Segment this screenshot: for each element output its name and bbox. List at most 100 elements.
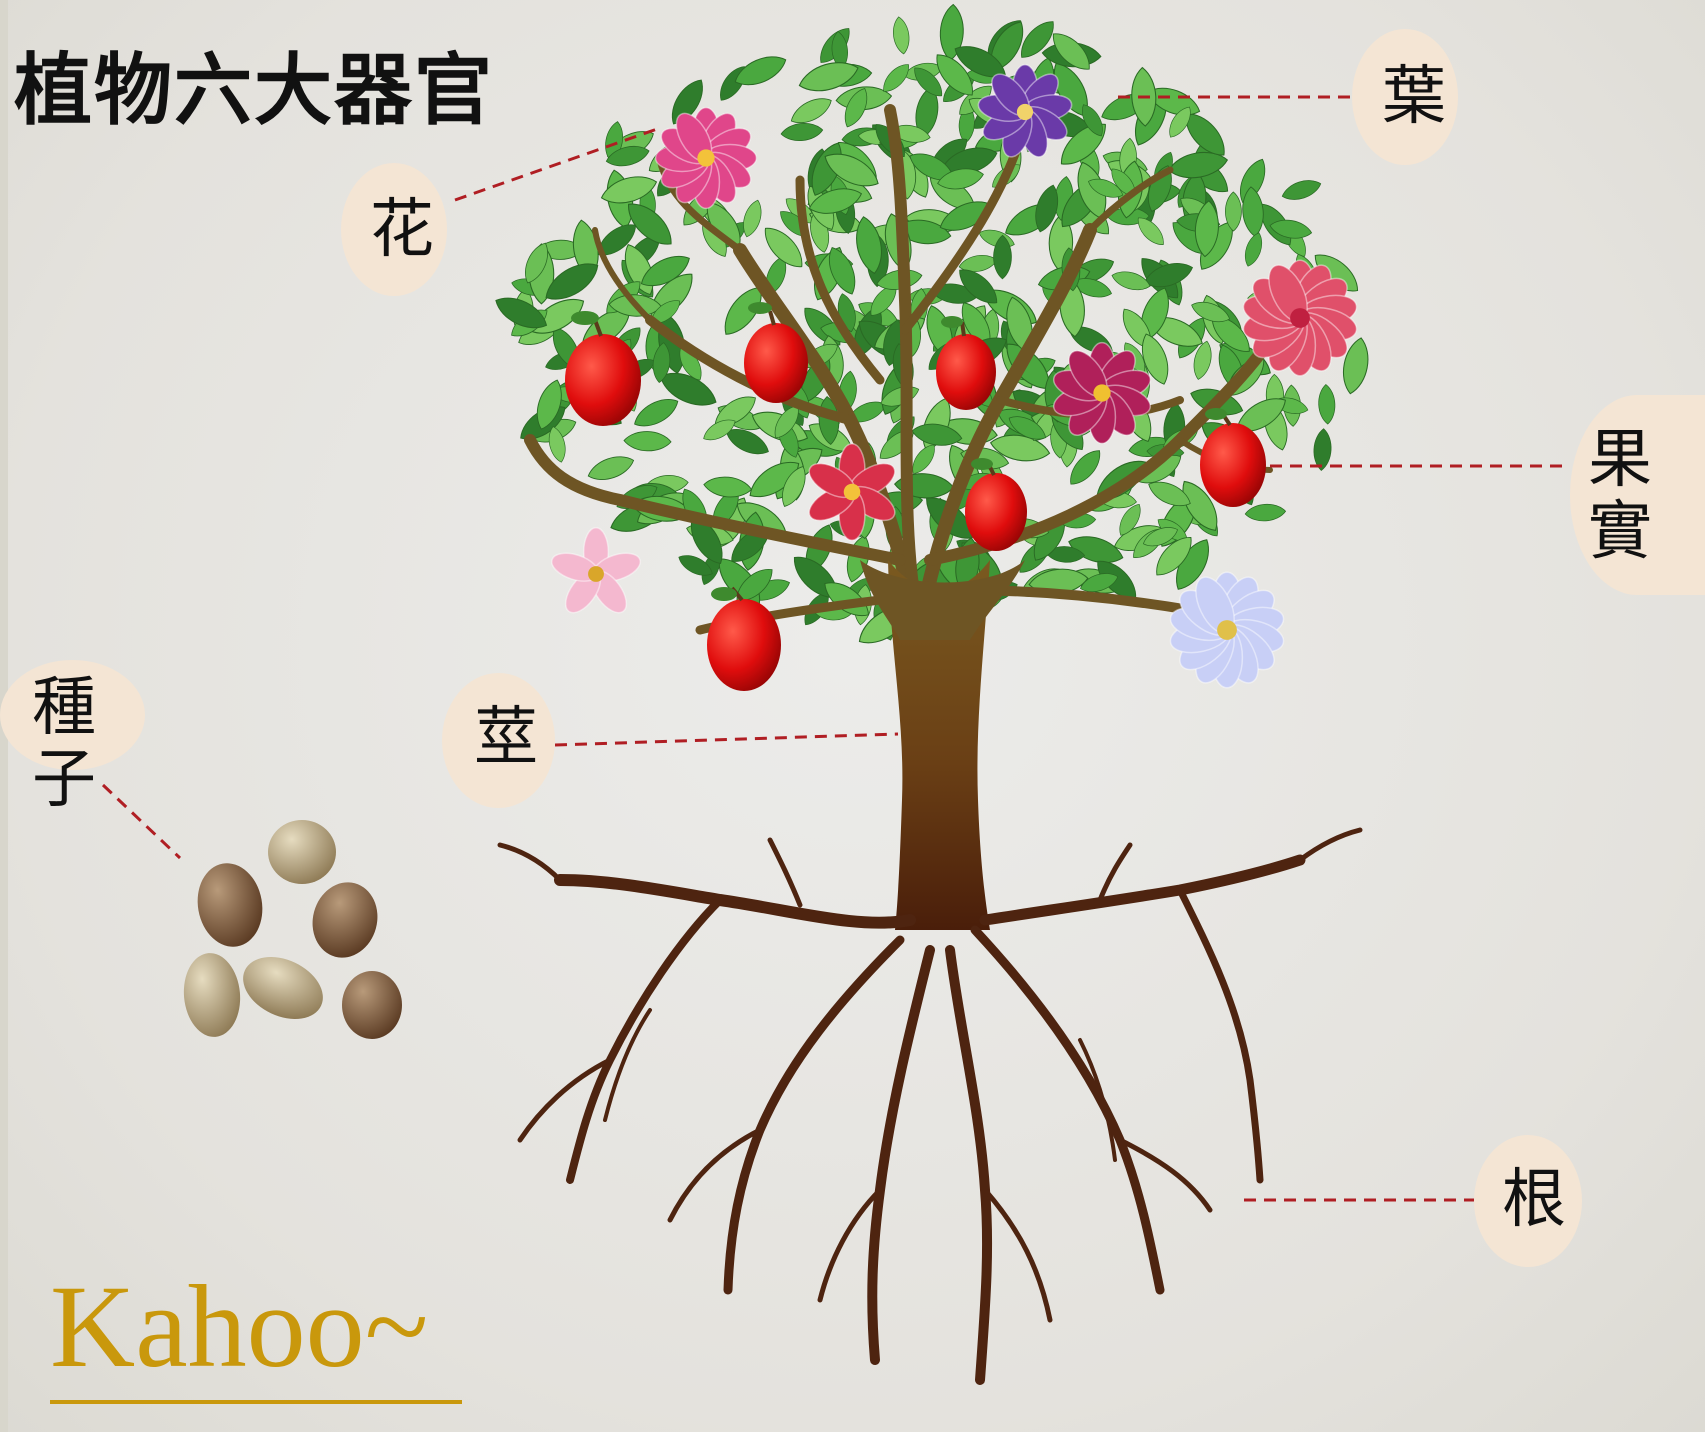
leaf-shape bbox=[1269, 219, 1313, 239]
leaf-shape bbox=[634, 399, 679, 427]
leaf-shape bbox=[856, 216, 882, 275]
leaf-shape bbox=[790, 98, 832, 123]
leaf-shape bbox=[1137, 217, 1164, 245]
tree-branches bbox=[524, 104, 1276, 647]
leaf-shape bbox=[640, 255, 690, 287]
stem-label: 莖 bbox=[474, 701, 538, 775]
leaf-shape bbox=[1244, 232, 1263, 267]
flower-label-bubble bbox=[341, 163, 447, 296]
leaf-shape bbox=[703, 419, 736, 441]
leaf-shape bbox=[545, 263, 599, 300]
leaf-label-bubble bbox=[1352, 29, 1458, 165]
leaf-shape bbox=[954, 46, 1006, 78]
leaf-shape bbox=[1148, 481, 1191, 507]
leaf-shape bbox=[1021, 21, 1054, 58]
flower-5 bbox=[808, 442, 896, 542]
fruit-label-bubble bbox=[1570, 395, 1705, 595]
leaf-shape bbox=[1168, 151, 1229, 179]
leaf-shape bbox=[1111, 168, 1136, 197]
leaf-shape bbox=[1088, 178, 1124, 198]
leaf-shape bbox=[1097, 560, 1137, 599]
leaf-shape bbox=[597, 224, 636, 256]
stem-leader-line bbox=[554, 732, 899, 747]
apple-6 bbox=[707, 586, 781, 691]
leaf-shape bbox=[780, 123, 824, 141]
leaf-shape bbox=[623, 431, 672, 452]
leaf-shape bbox=[993, 234, 1012, 280]
leaf-shape bbox=[831, 31, 848, 70]
apple-4 bbox=[965, 458, 1027, 551]
leaf-shape bbox=[808, 188, 863, 214]
seed-label: 種子 bbox=[32, 671, 96, 817]
leaf-shape bbox=[1194, 200, 1219, 258]
leaf-shape bbox=[605, 146, 650, 167]
leaf-shape bbox=[1079, 573, 1119, 592]
leaf-shape bbox=[824, 582, 870, 617]
leaf-shape bbox=[764, 227, 803, 268]
leaf-shape bbox=[824, 153, 879, 187]
leaf-shape bbox=[743, 199, 762, 238]
apple-2 bbox=[744, 302, 808, 403]
flower-7 bbox=[1169, 571, 1285, 689]
seed-leader-line bbox=[101, 783, 182, 860]
flower-6 bbox=[550, 527, 642, 614]
leaf-shape bbox=[1191, 301, 1231, 323]
leaf-shape bbox=[893, 16, 910, 55]
leaf-shape bbox=[678, 555, 713, 576]
leaf-shape bbox=[536, 379, 562, 430]
seed-6 bbox=[342, 971, 402, 1039]
leaf-shape bbox=[912, 444, 935, 474]
seed-3 bbox=[312, 882, 378, 958]
seed-5 bbox=[243, 957, 323, 1019]
leaf-shape bbox=[1169, 106, 1191, 138]
leaf-shape bbox=[1082, 104, 1103, 137]
leaf-shape bbox=[883, 64, 909, 92]
leaf-shape bbox=[652, 342, 671, 383]
leaf-shape bbox=[798, 62, 859, 92]
seed-1 bbox=[268, 820, 336, 884]
leaf-shape bbox=[937, 168, 984, 190]
leaf-shape bbox=[782, 466, 806, 507]
seed-2 bbox=[197, 863, 263, 947]
leaf-shape bbox=[1142, 333, 1169, 385]
leaf-shape bbox=[1143, 527, 1178, 547]
root-label-bubble bbox=[1474, 1135, 1582, 1267]
leaf-shape bbox=[1070, 450, 1101, 485]
leaf-shape bbox=[1244, 503, 1287, 522]
flower-1 bbox=[654, 106, 758, 210]
flower-leader-line bbox=[454, 126, 661, 202]
leaf-shape bbox=[959, 269, 998, 304]
leaf-shape bbox=[749, 461, 800, 498]
leaf-shape bbox=[1144, 263, 1193, 288]
leaf-shape bbox=[1060, 123, 1106, 165]
leaf-shape bbox=[587, 456, 635, 480]
leaf-shape bbox=[909, 153, 954, 181]
leaf-shape bbox=[703, 476, 753, 498]
fruit-label: 果實 bbox=[1588, 423, 1652, 569]
leaf-shape bbox=[1111, 271, 1151, 291]
flower-3 bbox=[1242, 259, 1358, 377]
apple-3 bbox=[936, 316, 996, 410]
leaf-shape bbox=[495, 297, 548, 329]
tree-flowers bbox=[550, 64, 1358, 689]
leaf-shape bbox=[1193, 340, 1212, 380]
leaf-shape bbox=[1313, 428, 1332, 471]
leaf-shape bbox=[844, 88, 868, 128]
footer-underline bbox=[50, 1400, 462, 1404]
page-title: 植物六大器官 bbox=[14, 46, 495, 136]
seed-label-bubble bbox=[0, 660, 145, 770]
leaf-shape bbox=[650, 300, 681, 324]
leaf-shape bbox=[548, 426, 566, 463]
leaf-shape bbox=[1281, 180, 1322, 200]
leaf-shape bbox=[1156, 537, 1192, 576]
tree-trunk bbox=[888, 560, 990, 930]
leaf-shape bbox=[828, 246, 856, 295]
leaf-shape bbox=[1225, 191, 1242, 232]
leaf-shape bbox=[671, 79, 703, 125]
leaf-label: 葉 bbox=[1382, 60, 1446, 134]
flower-2 bbox=[977, 64, 1073, 158]
stem-label-bubble bbox=[442, 673, 555, 808]
leaf-shape bbox=[1119, 503, 1141, 536]
